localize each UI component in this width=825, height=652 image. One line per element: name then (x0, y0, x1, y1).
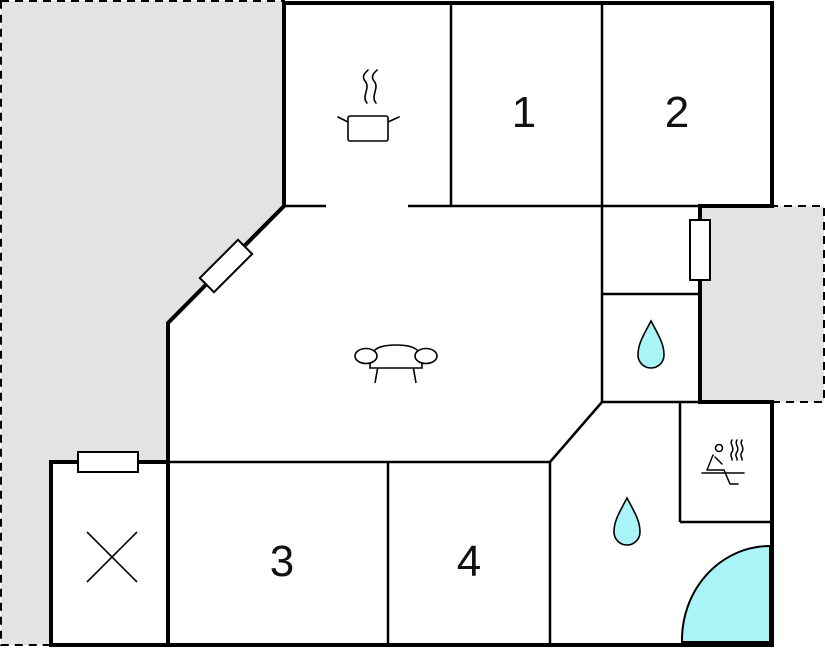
water-drop-icon (637, 319, 665, 369)
interior-walls (168, 3, 772, 645)
window-diagonal (198, 238, 254, 294)
cooking-pot-icon (337, 69, 400, 142)
hot-tub-icon (680, 544, 771, 643)
sofa-icon (354, 344, 438, 384)
window-right (689, 219, 711, 281)
room-label-3: 3 (270, 537, 294, 586)
terrace-right (699, 205, 825, 403)
sauna-icon (701, 439, 745, 485)
cross-mark-icon (86, 531, 138, 583)
water-drop-icon (613, 496, 641, 546)
room-label-2: 2 (665, 88, 689, 137)
window-utility (77, 451, 139, 473)
room-label-1: 1 (512, 88, 536, 137)
windows (77, 219, 711, 473)
room-label-4: 4 (457, 537, 481, 586)
